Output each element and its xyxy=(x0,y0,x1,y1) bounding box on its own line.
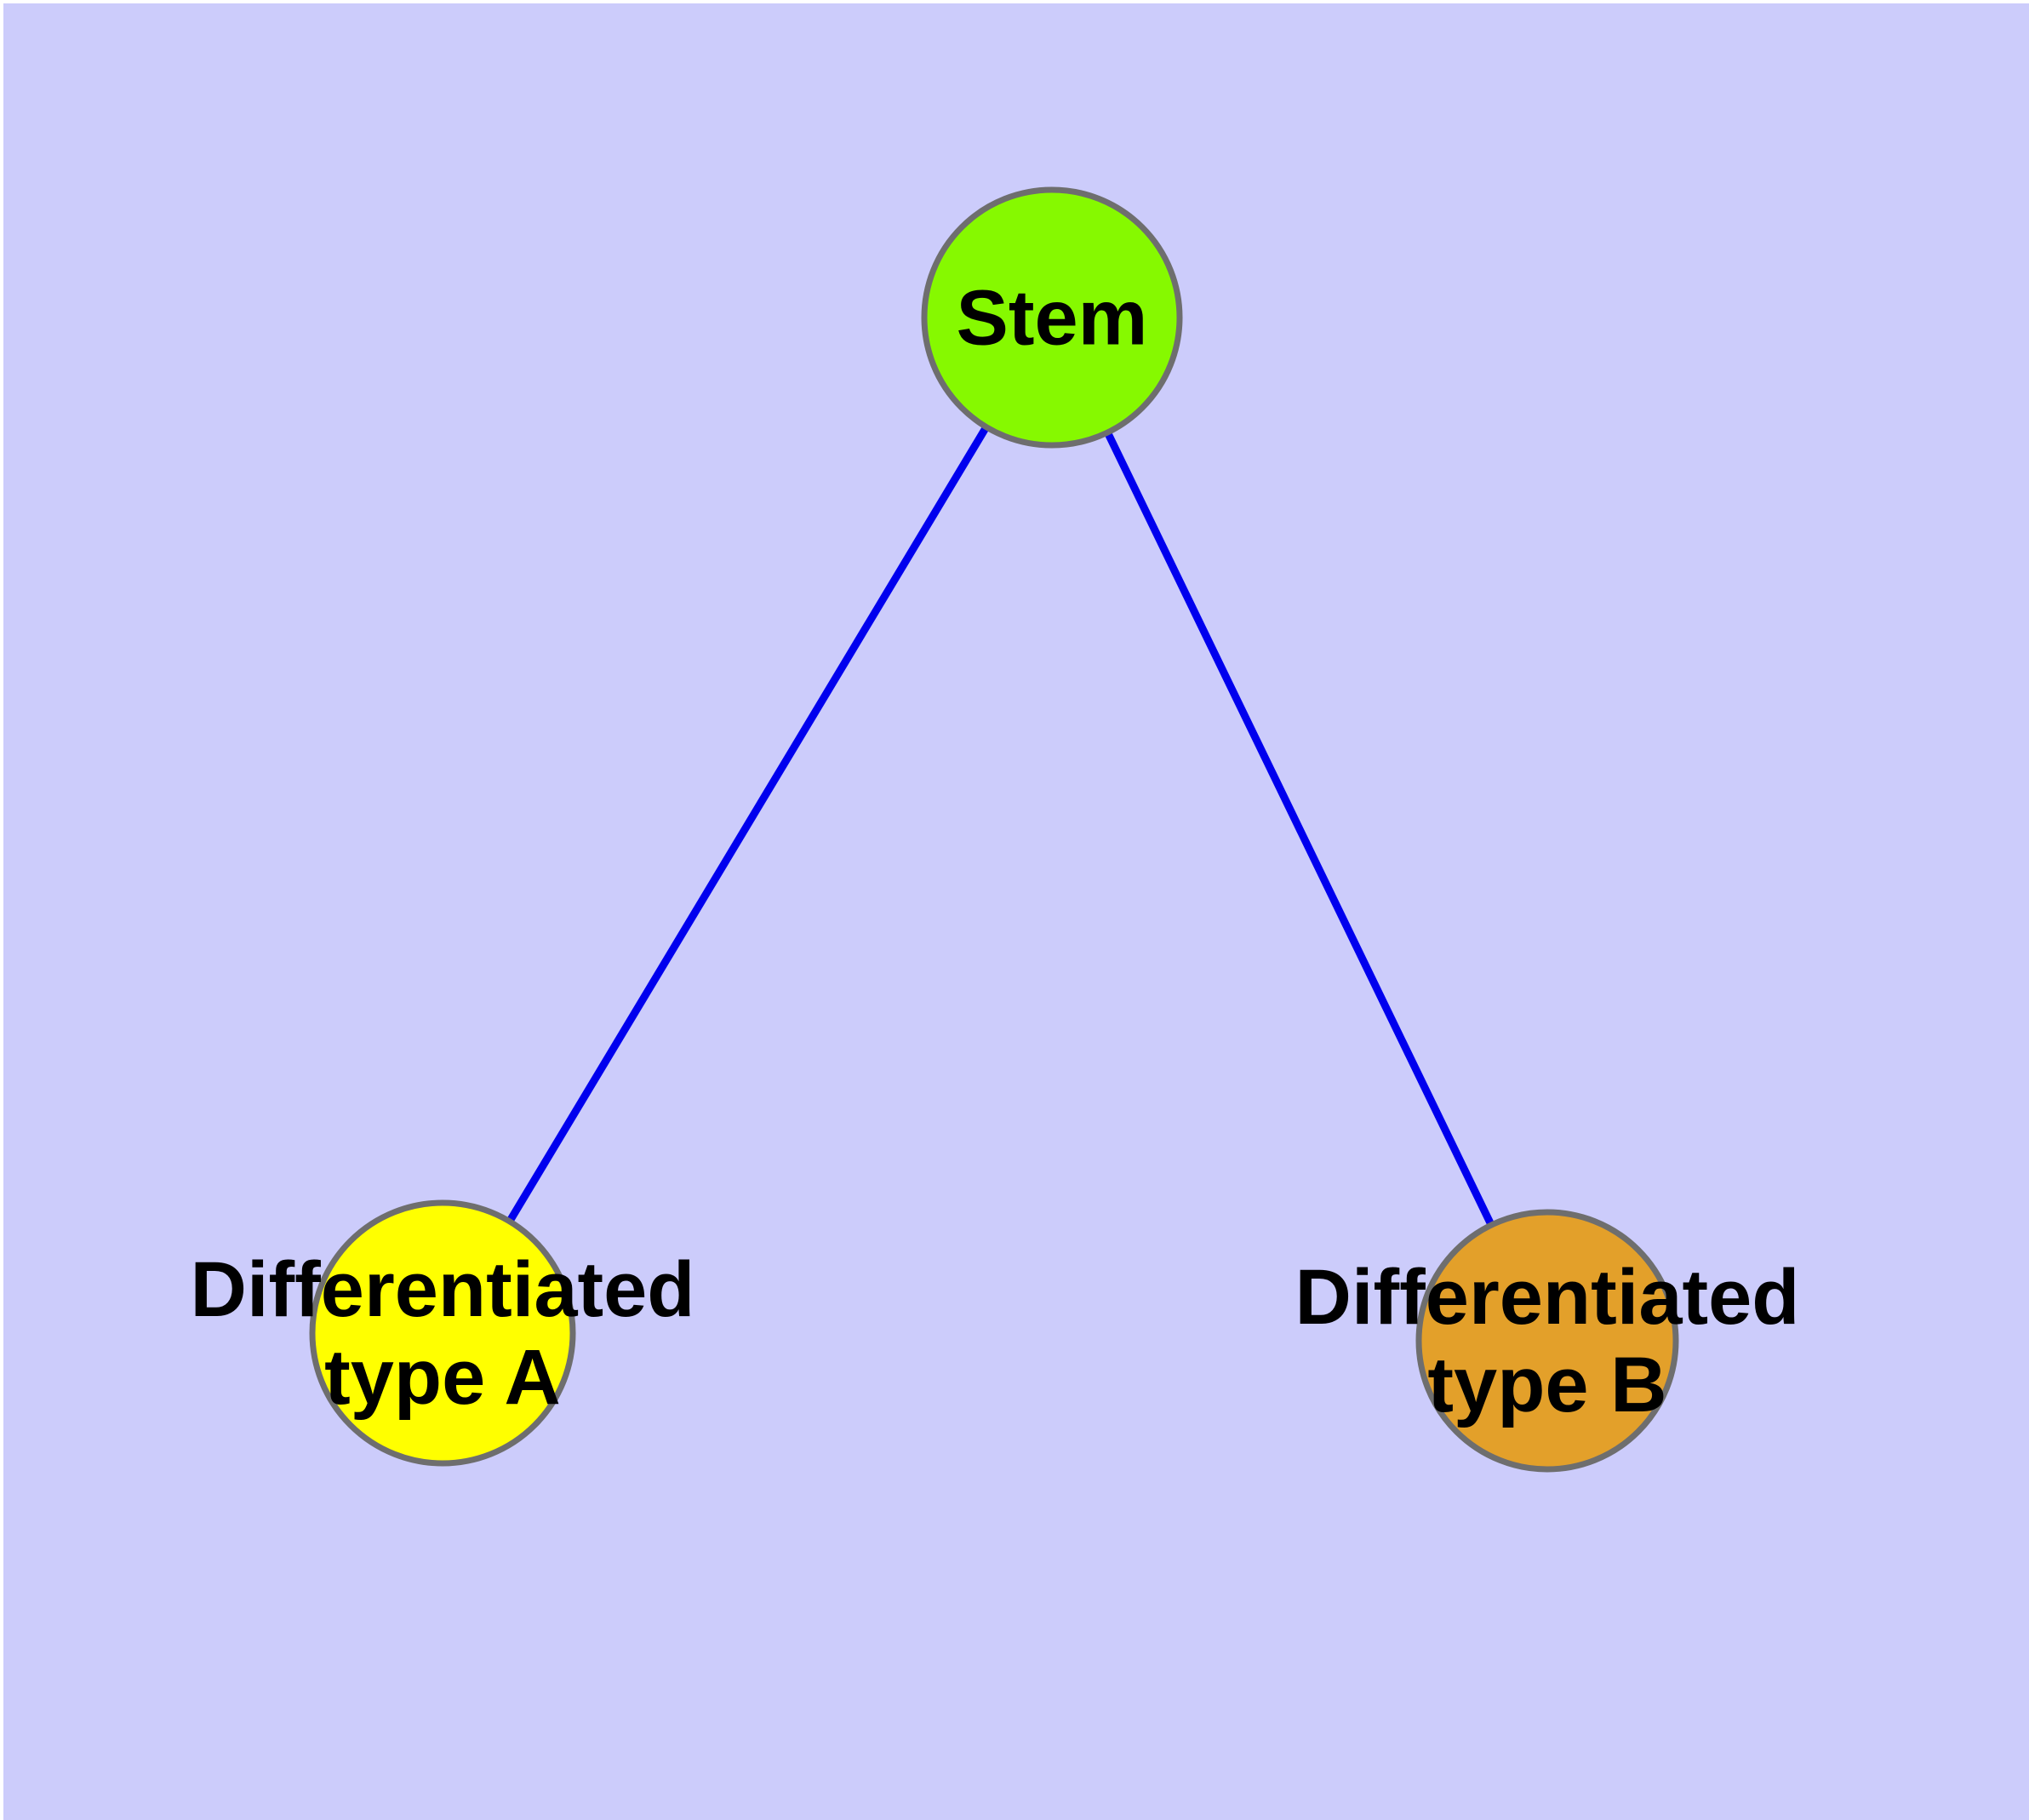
graph-node-label-line: Differentiated xyxy=(191,1246,695,1333)
graph-edge xyxy=(1048,316,1552,1342)
graph-node-label-line: type B xyxy=(1427,1342,1666,1428)
graph-node-label-line: Differentiated xyxy=(1295,1254,1800,1341)
graph-node-label-line: type A xyxy=(324,1334,561,1421)
graph-edge xyxy=(439,315,1055,1336)
graph-node-label-line: Stem xyxy=(957,274,1148,361)
edges-layer xyxy=(439,315,1552,1342)
graph-node-stem[interactable] xyxy=(921,186,1183,449)
graph-node-label-stem: Stem xyxy=(957,274,1148,361)
graph-node-diff_b[interactable] xyxy=(1415,1209,1679,1473)
graph-node-diff_a[interactable] xyxy=(309,1199,576,1467)
nodes-layer xyxy=(309,186,1679,1473)
